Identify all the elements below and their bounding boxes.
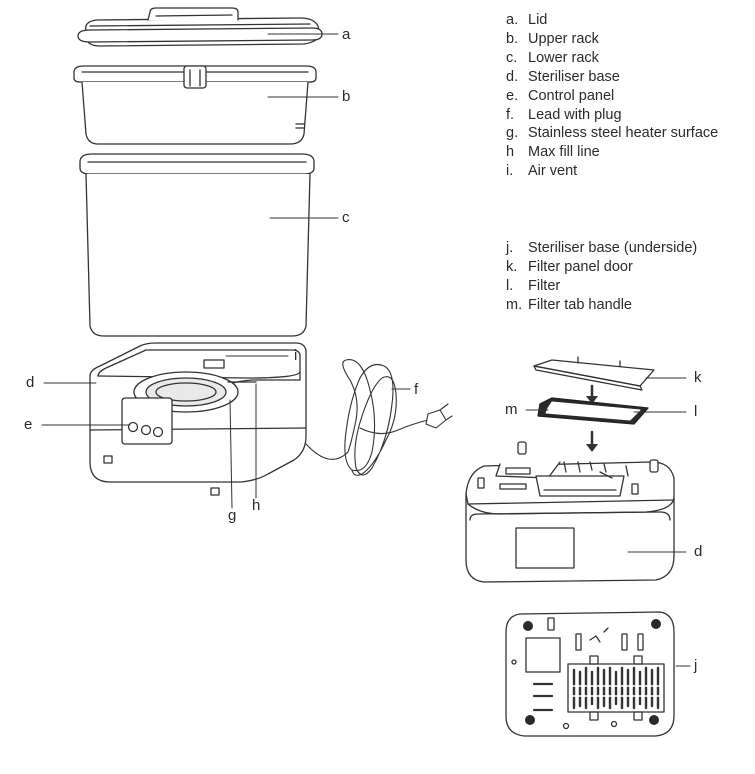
legend-item: a.Lid: [506, 12, 548, 28]
arrow-down-1: [586, 384, 598, 404]
callout-f: f: [414, 381, 419, 398]
legend-item: e.Control panel: [506, 87, 615, 104]
callout-d-right: d: [694, 543, 703, 560]
lid: [77, 7, 323, 47]
callout-c: c: [342, 209, 350, 226]
callout-d-left: d: [26, 374, 35, 391]
legend-item: d.Steriliser base: [506, 68, 620, 85]
callout-b: b: [342, 88, 351, 105]
arrow-down-2: [586, 430, 598, 452]
callout-m: m: [505, 401, 518, 418]
legend-item: k.Filter panel door: [506, 258, 633, 275]
leader-lines: [41, 33, 411, 509]
steriliser-base-rear: [465, 441, 675, 583]
callout-k: k: [694, 369, 702, 386]
filter-panel-door: [533, 356, 655, 391]
legend-item: j.Steriliser base (underside): [506, 240, 698, 256]
callout-l: l: [694, 403, 698, 420]
parts-legend-bottom: j.Steriliser base (underside) k.Filter p…: [506, 239, 697, 315]
legend-item: f.Lead with plug: [506, 106, 622, 123]
callout-j: j: [694, 657, 698, 674]
lower-rack: [79, 153, 315, 337]
legend-item: c.Lower rack: [506, 49, 599, 66]
callout-g: g: [228, 507, 237, 524]
parts-legend-top: a.Lid b.Upper rack c.Lower rack d.Steril…: [506, 11, 718, 181]
callout-e: e: [24, 416, 33, 433]
steriliser-base-underside: [505, 611, 675, 737]
leader-lines-right: [525, 377, 691, 667]
legend-item: l.Filter: [506, 277, 561, 294]
legend-item: g.Stainless steel heater surface: [506, 125, 719, 142]
callout-h: h: [252, 497, 261, 514]
legend-item: m.Filter tab handle: [506, 296, 632, 313]
legend-item: i.Air vent: [506, 163, 578, 180]
lead-with-plug: [305, 359, 453, 476]
filter: [537, 397, 649, 425]
steriliser-base-front: [89, 342, 307, 496]
legend-item: b.Upper rack: [506, 30, 599, 47]
callout-a: a: [342, 26, 351, 43]
callout-i: i: [294, 347, 298, 364]
upper-rack: [73, 65, 317, 145]
